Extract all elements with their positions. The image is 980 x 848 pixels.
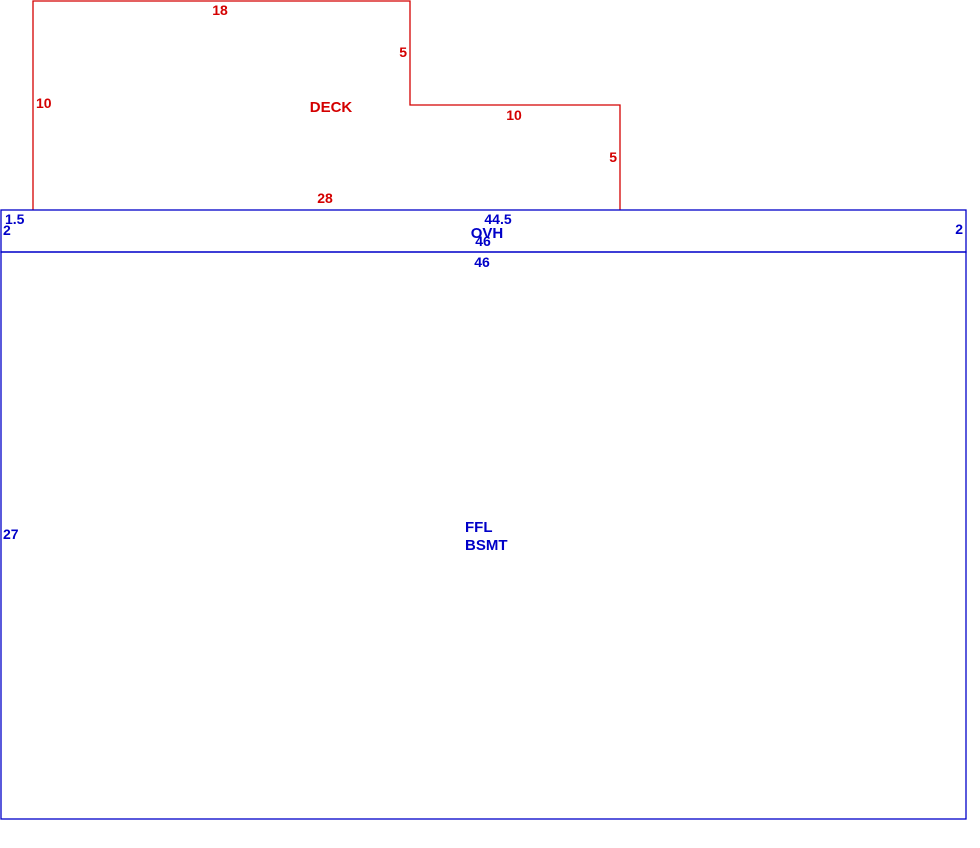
basement-label-line2: BSMT	[465, 537, 508, 554]
deck-dim-step-vertical: 5	[399, 44, 407, 60]
deck-dim-left: 10	[36, 95, 52, 111]
overhang-dim-top: 44.5	[484, 211, 511, 227]
basement-dim-top: 46	[474, 254, 490, 270]
overhang-dim-top-left: 1.5	[5, 211, 25, 227]
basement-label-line1: FFL	[465, 519, 493, 536]
overhang-area: 1.5 2 44.5 46 2 OVH	[0, 209, 967, 253]
deck-dim-right: 5	[609, 149, 617, 165]
deck-outline	[32, 0, 621, 210]
overhang-dim-bottom: 46	[475, 233, 491, 249]
deck-dim-step-horizontal: 10	[506, 107, 522, 123]
deck-area: 18 10 5 10 5 28 DECK	[32, 0, 621, 210]
basement-area: 46 27 FFL BSMT	[0, 251, 967, 820]
basement-dim-left: 27	[3, 526, 19, 542]
deck-dim-top: 18	[212, 2, 228, 18]
overhang-label: OVH	[471, 225, 504, 242]
overhang-dim-left: 2	[3, 222, 11, 238]
deck-label: DECK	[310, 99, 353, 116]
deck-dim-bottom: 28	[317, 190, 333, 206]
overhang-dim-right: 2	[955, 221, 963, 237]
basement-outline	[0, 251, 967, 820]
